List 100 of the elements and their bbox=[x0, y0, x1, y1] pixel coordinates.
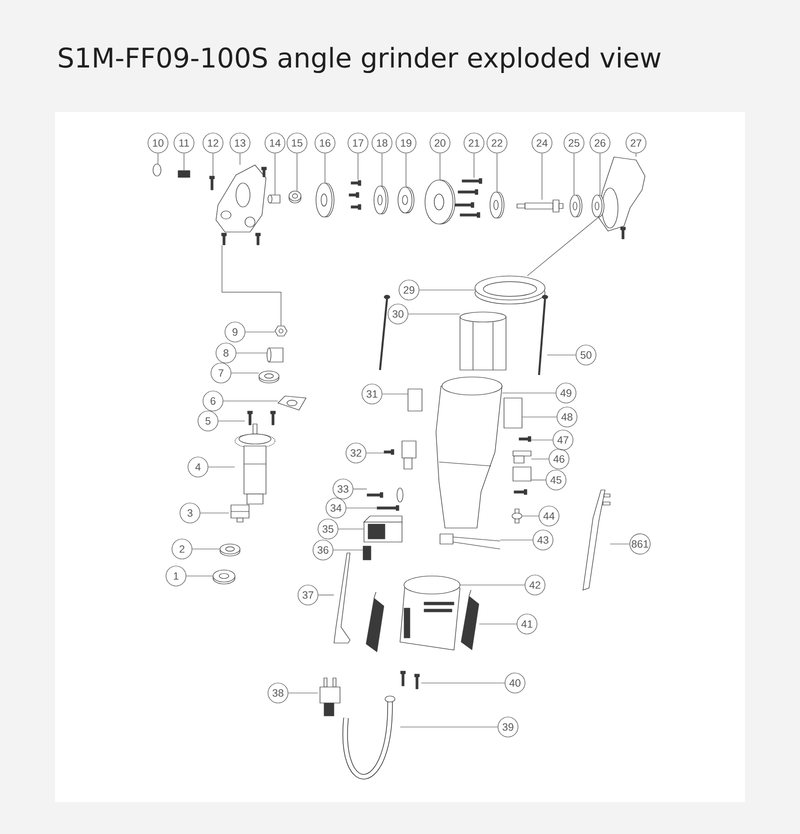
screw-drawing bbox=[376, 505, 400, 511]
callout-number: 45 bbox=[546, 470, 566, 490]
callout-number: 43 bbox=[532, 530, 554, 550]
cover-drawing bbox=[400, 576, 460, 650]
callout-number: 27 bbox=[626, 132, 646, 154]
callout-number: 8 bbox=[216, 342, 236, 364]
callout-number: 32 bbox=[346, 442, 366, 464]
callout-number: 9 bbox=[224, 322, 246, 342]
screw-drawing bbox=[209, 176, 215, 190]
callout-number: 13 bbox=[230, 132, 250, 154]
housing-drawing bbox=[436, 376, 502, 528]
label-drawing bbox=[504, 398, 522, 428]
rod-drawing bbox=[334, 552, 350, 644]
callout-number: 40 bbox=[504, 672, 526, 694]
callout-number: 26 bbox=[590, 132, 610, 154]
callout-number: 17 bbox=[348, 132, 368, 154]
leader-line bbox=[192, 548, 220, 550]
callout-number: 37 bbox=[298, 584, 318, 606]
leader-line bbox=[212, 153, 214, 176]
leader-line bbox=[318, 594, 334, 596]
callout-number: 6 bbox=[202, 390, 224, 412]
callout-number: 16 bbox=[314, 132, 336, 154]
bushing-drawing bbox=[266, 348, 284, 362]
callout-number: 10 bbox=[148, 132, 168, 154]
bearing-drawing bbox=[490, 192, 504, 218]
leader-line bbox=[546, 354, 576, 356]
washer-drawing bbox=[288, 190, 302, 204]
title: S1M-FF09-100S angle grinder exploded view bbox=[59, 46, 661, 74]
leader-line bbox=[324, 153, 326, 184]
screws-drawing bbox=[348, 180, 362, 210]
callout-number: 39 bbox=[498, 716, 518, 738]
callout-number: 50 bbox=[576, 344, 596, 366]
callout-number: 25 bbox=[564, 132, 584, 154]
callout-number: 36 bbox=[312, 540, 334, 560]
callout-number: 49 bbox=[556, 382, 576, 404]
cap-drawing bbox=[152, 164, 162, 176]
leader-line bbox=[496, 153, 498, 192]
leader-line bbox=[400, 726, 498, 728]
switch-drawing bbox=[512, 450, 532, 464]
callout-number: 11 bbox=[174, 132, 194, 154]
callout-number: 861 bbox=[630, 534, 650, 554]
ring-drawing bbox=[474, 276, 546, 304]
assembly-line bbox=[222, 244, 282, 326]
gear-housing-drawing bbox=[216, 164, 267, 246]
knob-drawing bbox=[512, 508, 522, 524]
bearing-drawing bbox=[398, 186, 414, 214]
leader-line bbox=[231, 372, 260, 374]
switch-drawing bbox=[384, 440, 416, 470]
leader-line bbox=[502, 392, 556, 394]
callout-number: 29 bbox=[398, 280, 420, 300]
washer-drawing bbox=[258, 370, 280, 384]
screws-drawing bbox=[247, 410, 276, 426]
cord-drawing bbox=[342, 696, 396, 780]
callout-number: 44 bbox=[538, 506, 560, 526]
bracket-drawing bbox=[582, 490, 610, 590]
leader-line bbox=[200, 512, 230, 514]
leader-line bbox=[522, 416, 557, 418]
cable-drawing bbox=[440, 534, 500, 550]
callout-number: 5 bbox=[198, 410, 218, 432]
pin-drawing bbox=[268, 194, 280, 204]
bearing-drawing bbox=[424, 180, 456, 224]
callout-number: 33 bbox=[332, 478, 354, 500]
leader-line bbox=[223, 400, 278, 402]
leader-line bbox=[288, 692, 318, 694]
washer-drawing bbox=[220, 544, 240, 556]
leader-line bbox=[366, 452, 384, 454]
callout-number: 31 bbox=[362, 384, 382, 404]
pin-drawing bbox=[178, 170, 190, 178]
shaft-drawing bbox=[516, 200, 564, 212]
leader-line bbox=[530, 458, 549, 460]
guard-drawing bbox=[598, 156, 646, 240]
callout-number: 24 bbox=[532, 132, 552, 154]
assembly-line bbox=[526, 216, 600, 276]
bearing-drawing bbox=[374, 186, 388, 214]
bearing-drawing bbox=[230, 504, 250, 522]
callout-number: 41 bbox=[516, 614, 538, 634]
plug-drawing bbox=[320, 678, 340, 716]
screw-drawing bbox=[518, 436, 532, 442]
clip-drawing bbox=[408, 388, 422, 412]
callout-number: 20 bbox=[430, 132, 450, 154]
leader-line bbox=[208, 466, 236, 468]
callout-number: 34 bbox=[326, 498, 346, 518]
callout-number: 12 bbox=[202, 132, 224, 154]
callout-number: 18 bbox=[372, 132, 392, 154]
callout-number: 47 bbox=[552, 430, 574, 450]
callout-number: 7 bbox=[210, 362, 232, 384]
callout-number: 42 bbox=[524, 574, 546, 596]
long-screw-drawing bbox=[538, 294, 548, 376]
leader-line bbox=[296, 153, 298, 192]
armature-drawing bbox=[234, 424, 276, 504]
washer-drawing bbox=[212, 570, 236, 584]
leader-line bbox=[218, 420, 246, 422]
leader-line bbox=[274, 153, 276, 196]
screws-drawing bbox=[400, 670, 420, 690]
callout-number: 22 bbox=[486, 132, 508, 154]
bearing-drawing bbox=[592, 194, 604, 218]
leader-line bbox=[353, 488, 368, 490]
leader-line bbox=[338, 528, 364, 530]
switch-drawing bbox=[512, 466, 532, 482]
callout-number: 48 bbox=[556, 406, 578, 428]
